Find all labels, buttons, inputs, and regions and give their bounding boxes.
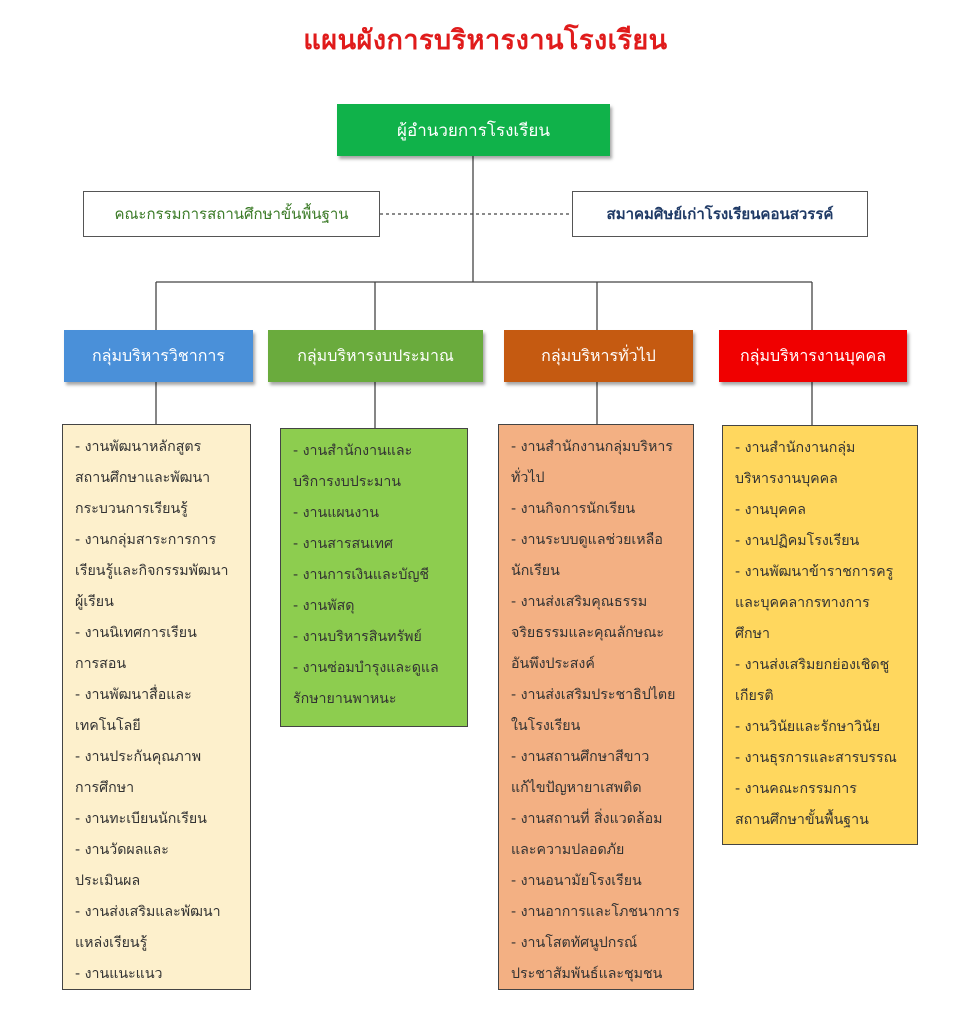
task-item: - งานสำนักงานกลุ่มบริหาร — [511, 439, 673, 455]
task-item: - งานแผนงาน — [293, 505, 379, 521]
task-list-general: - งานสำนักงานกลุ่มบริหารทั่วไป - งานกิจกา… — [498, 424, 694, 990]
task-item: - งานพัสดุ — [293, 598, 355, 614]
task-item: - งานสถานที่ สิ่งแวดล้อม — [511, 811, 663, 827]
task-item: ประชาสัมพันธ์และชุมชน — [511, 966, 663, 982]
task-item: - งานบริหารสินทรัพย์ — [293, 629, 422, 645]
task-item: - งานซ่อมบำรุงและดูแล — [293, 660, 439, 676]
task-list-budget: - งานสำนักงานและบริการงบประมาน - งานแผนงา… — [280, 428, 468, 727]
task-item: และบุคคลากรทางการ — [735, 595, 870, 611]
task-item: - งานธุรการและสารบรรณ — [735, 750, 897, 766]
task-item: - งานสถานศึกษาสีขาว — [511, 749, 650, 765]
task-item: - งานอาการและโภชนาการ — [511, 904, 680, 920]
task-item: สถานศึกษาและพัฒนา — [75, 470, 211, 486]
task-list-personnel: - งานสำนักงานกลุ่มบริหารงานบุคคล - งานบุค… — [722, 425, 918, 845]
task-item: ในโรงเรียน — [511, 718, 581, 734]
task-item: - งานส่งเสริมคุณธรรม — [511, 594, 648, 610]
task-list-academic: - งานพัฒนาหลักสูตรสถานศึกษาและพัฒนากระบว… — [62, 424, 251, 990]
task-item: - งานนิเทศการเรียน — [75, 625, 197, 641]
director-box: ผู้อำนวยการโรงเรียน — [337, 104, 610, 156]
task-item: การสอน — [75, 656, 127, 672]
task-item: เทคโนโลยี — [75, 718, 141, 734]
task-item: - งานสารสนเทศ — [293, 536, 394, 552]
task-item: - งานประกันคุณภาพ — [75, 749, 202, 765]
task-item: - งานวินัยและรักษาวินัย — [735, 719, 881, 735]
task-item: - งานสำนักงานกลุ่ม — [735, 440, 856, 456]
task-item: การศึกษา — [75, 780, 135, 796]
group-header-general: กลุ่มบริหารทั่วไป — [504, 330, 693, 382]
task-item: แหล่งเรียนรู้ — [75, 935, 148, 951]
task-item: นักเรียน — [511, 563, 560, 579]
task-item: ทั่วไป — [511, 470, 545, 486]
task-item: - งานระบบดูแลช่วยเหลือ — [511, 532, 663, 548]
alumni-association-box: สมาคมศิษย์เก่าโรงเรียนคอนสวรรค์ — [572, 191, 868, 237]
task-item: เกียรติ — [735, 688, 774, 704]
task-item: - งานกลุ่มสาระการการ — [75, 532, 217, 548]
task-item: แก้ไขปัญหายาเสพติด — [511, 780, 642, 796]
task-item: อันพึงประสงค์ — [511, 656, 595, 672]
task-item: - งานกิจการนักเรียน — [511, 501, 636, 517]
task-item: - งานส่งเสริมยกย่องเชิดชู — [735, 657, 890, 673]
task-item: - งานพัฒนาข้าราชการครู — [735, 564, 894, 580]
task-item: จริยธรรมและคุณลักษณะ — [511, 625, 665, 641]
school-board-box: คณะกรรมการสถานศึกษาขั้นพื้นฐาน — [83, 191, 380, 237]
task-item: - งานปฏิคมโรงเรียน — [735, 533, 860, 549]
task-item: - งานบุคคล — [735, 502, 806, 518]
group-header-personnel: กลุ่มบริหารงานบุคคล — [719, 330, 907, 382]
task-item: ผู้เรียน — [75, 594, 114, 610]
task-item: - งานโสตทัศนูปกรณ์ — [511, 935, 638, 951]
group-header-academic: กลุ่มบริหารวิชาการ — [64, 330, 253, 382]
task-item: และความปลอดภัย — [511, 842, 625, 858]
task-item: - งานอนามัยโรงเรียน — [511, 873, 642, 889]
task-item: - งานทะเบียนนักเรียน — [75, 811, 207, 827]
task-item: - งานวัดผลและ — [75, 842, 169, 858]
task-item: ประเมินผล — [75, 873, 141, 889]
task-item: - งานสำนักงานและ — [293, 443, 413, 459]
group-header-budget: กลุ่มบริหารงบประมาณ — [268, 330, 483, 382]
task-item: - งานคณะกรรมการ — [735, 781, 857, 797]
task-item: - งานพัฒนาหลักสูตร — [75, 439, 202, 455]
task-item: บริการงบประมาน — [293, 474, 401, 490]
task-item: ศึกษา — [735, 626, 770, 642]
task-item: รักษายานพาหนะ — [293, 691, 397, 707]
task-item: - งานส่งเสริมประชาธิปไตย — [511, 687, 676, 703]
task-item: - งานส่งเสริมและพัฒนา — [75, 904, 221, 920]
task-item: - งานการเงินและบัญชี — [293, 567, 430, 583]
task-item: - งานแนะแนว — [75, 966, 163, 982]
task-item: สถานศึกษาขั้นพื้นฐาน — [735, 812, 869, 828]
task-item: เรียนรู้และกิจกรรมพัฒนา — [75, 563, 229, 579]
task-item: บริหารงานบุคคล — [735, 471, 838, 487]
task-item: กระบวนการเรียนรู้ — [75, 501, 188, 517]
chart-title: แผนผังการบริหารงานโรงเรียน — [303, 25, 668, 56]
task-item: - งานพัฒนาสื่อและ — [75, 687, 192, 703]
